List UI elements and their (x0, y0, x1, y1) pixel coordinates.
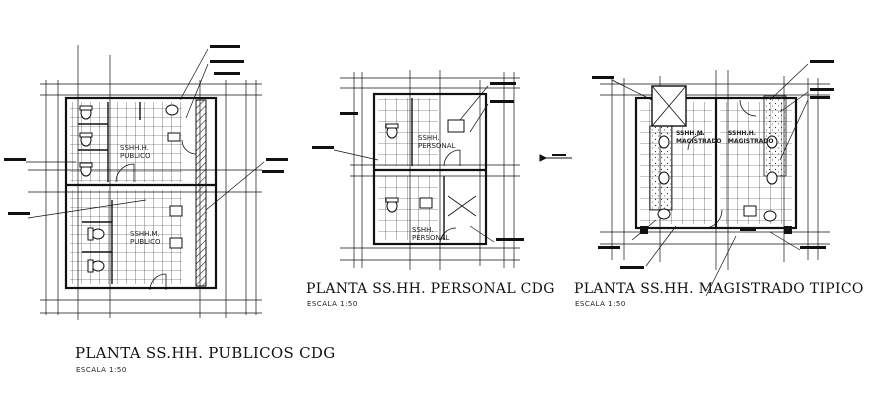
section-arrow (539, 154, 572, 162)
plan-scale-publicos: ESCALA 1:50 (76, 366, 127, 374)
plan-scale-personal: ESCALA 1:50 (307, 300, 358, 308)
room-label-magistrado-h: SSHH.H.MAGISTRADO (728, 130, 774, 145)
room-label-publico-h: SSHH.H.PUBLICO (120, 144, 151, 160)
plan-publicos (4, 45, 288, 320)
room-label-magistrado-m: SSHH.M.MAGISTRADO (676, 130, 722, 145)
plan-scale-magistrado: ESCALA 1:50 (575, 300, 626, 308)
plan-magistrado (592, 60, 834, 297)
plan-title-publicos: PLANTA SS.HH. PUBLICOS CDG (75, 344, 336, 362)
room-label-publico-m: SSHH.M.PUBLICO (130, 230, 161, 246)
plan-personal (312, 70, 524, 270)
room-label-personal-1: SSHH.PERSONAL (418, 134, 456, 150)
room-label-personal-2: SSHH.PERSONAL (412, 226, 450, 242)
plan-title-personal: PLANTA SS.HH. PERSONAL CDG (306, 281, 555, 297)
plan-title-magistrado: PLANTA SS.HH. MAGISTRADO TIPICO (574, 281, 864, 297)
